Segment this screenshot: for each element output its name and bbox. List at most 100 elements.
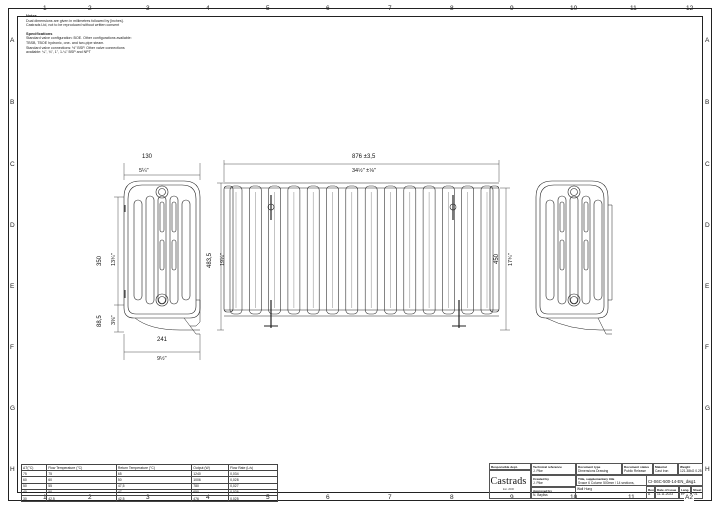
title-value: Svace 6 Column 500mm / 14 sections, bbox=[578, 480, 635, 485]
zone-row-right: E bbox=[705, 283, 710, 290]
radiator-section bbox=[345, 185, 359, 315]
responsible-dept-cell: Responsible dept. bbox=[489, 463, 531, 470]
zone-row-right: C bbox=[705, 161, 710, 168]
document-status-value: Public Release bbox=[624, 468, 646, 473]
technical-ref-value: J. Pike bbox=[533, 468, 543, 473]
doc-number-cell: CI-S6C-500-14-EN_dwg1 bbox=[646, 475, 703, 486]
radiator-section bbox=[461, 185, 474, 315]
front-dimension-lines bbox=[217, 160, 510, 331]
zone-row-left: B bbox=[10, 99, 15, 106]
zone-row-right: D bbox=[705, 222, 710, 229]
weight-cell: Weight 121.38kG 0.25 bbox=[678, 463, 703, 475]
lang-label: Lang. bbox=[681, 487, 690, 492]
document-type-cell: Document type Dimensions Drawing bbox=[576, 463, 622, 475]
zone-col-top: 2 bbox=[88, 5, 92, 12]
table-cell: 30 bbox=[20, 494, 48, 503]
radiator-section bbox=[249, 185, 262, 315]
zone-col-top: 3 bbox=[146, 5, 150, 12]
spec-line: Standard valve configuration: BOE. Other… bbox=[26, 36, 132, 41]
scale-value: 0.25 bbox=[695, 468, 702, 473]
dim-bottom-height-in: 3⅜" bbox=[111, 315, 117, 325]
approved-by-cell: Approved by N. Bayliss bbox=[531, 487, 576, 499]
spec-line: TBSB, TBOE hydronic, one- and two-pipe s… bbox=[26, 40, 105, 45]
material-value: Cast Iron bbox=[655, 468, 669, 473]
dim-side-height: 350 bbox=[97, 255, 103, 266]
responsible-dept-label: Responsible dept. bbox=[491, 464, 518, 469]
right-side-view bbox=[535, 180, 613, 335]
table-row: 30 42,5 42,5 476 0,025 bbox=[20, 494, 278, 503]
dim-depth: 241 bbox=[157, 337, 168, 343]
table-cell: 0,025 bbox=[228, 494, 278, 503]
radiator-section bbox=[422, 185, 436, 315]
table-cell: 42,5 bbox=[46, 494, 117, 503]
zone-col-bottom: 9 bbox=[510, 494, 514, 501]
zone-row-right: A bbox=[705, 37, 710, 44]
zone-row-right: F bbox=[705, 344, 709, 351]
title-label: Title, supplementary title bbox=[578, 476, 615, 481]
spec-line: available: ¼", ¾", 1", 1-¼" BSP and NPT bbox=[26, 50, 91, 55]
front-view-sections bbox=[229, 185, 494, 315]
zone-col-top: 12 bbox=[686, 5, 694, 12]
document-status-cell: Document status Public Release bbox=[622, 463, 653, 475]
front-view bbox=[224, 182, 499, 317]
approved-by-label: Approved by bbox=[533, 488, 552, 493]
performance-table: ΔT(°C) Flow Temperature (°C) Return Temp… bbox=[20, 463, 278, 503]
dim-side-width: 130 bbox=[142, 154, 153, 160]
zone-col-top: 11 bbox=[630, 5, 637, 12]
zone-row-left: C bbox=[10, 161, 15, 168]
notes-block: Notes Dual dimensions are given in milli… bbox=[26, 13, 176, 55]
zone-row-right: B bbox=[705, 99, 710, 106]
radiator-section bbox=[442, 185, 455, 315]
table-cell: 476 bbox=[191, 494, 230, 503]
document-type-value: Dimensions Drawing bbox=[578, 468, 609, 473]
zone-col-top: 6 bbox=[326, 5, 330, 12]
zone-row-left: A bbox=[10, 37, 15, 44]
radiator-section bbox=[268, 185, 281, 315]
title-line2-cell: Wall Hung bbox=[576, 486, 646, 491]
dim-side-width-in: 5¼" bbox=[139, 168, 149, 174]
notes-line: Castrads Ltd, not to be reproduced witho… bbox=[26, 23, 120, 28]
rev-cell: Rev. A bbox=[646, 486, 655, 499]
sheet-value: 1/1 bbox=[693, 491, 698, 496]
rev-value: A bbox=[648, 491, 651, 496]
lang-value: en bbox=[681, 491, 685, 496]
zone-col-top: 8 bbox=[450, 5, 454, 12]
dim-right-height-in: 17¾" bbox=[508, 253, 514, 266]
left-side-view bbox=[123, 180, 201, 335]
zone-col-bottom: 10 bbox=[570, 494, 578, 501]
zone-col-top: 10 bbox=[570, 5, 578, 12]
radiator-section bbox=[364, 185, 378, 315]
zone-col-top: 4 bbox=[206, 5, 210, 12]
zone-col-top: 9 bbox=[510, 5, 514, 12]
front-view-details bbox=[223, 185, 500, 328]
date-cell: Date of issue 11.11.2023 bbox=[655, 486, 679, 499]
dim-right-height: 450 bbox=[494, 253, 500, 264]
left-dimension-lines bbox=[114, 163, 201, 360]
dim-front-length-in: 34½" ±⅛" bbox=[352, 167, 376, 174]
title-value-2: Wall Hung bbox=[577, 486, 593, 491]
radiator-section bbox=[306, 185, 320, 315]
dim-overall-height: 483,5 bbox=[207, 252, 213, 268]
weight-value: 121.38kG 0.25 bbox=[680, 468, 702, 473]
doc-number-value: CI-S6C-500-14-EN_dwg1 bbox=[648, 478, 696, 484]
rev-label: Rev. bbox=[648, 487, 655, 492]
document-status-label: Document status bbox=[624, 464, 650, 469]
radiator-section bbox=[403, 185, 417, 315]
dim-bottom-height: 88,5 bbox=[97, 315, 103, 327]
radiator-section bbox=[480, 185, 494, 315]
notes-title: Notes bbox=[26, 13, 37, 18]
approved-by-value: N. Bayliss bbox=[533, 492, 548, 497]
technical-ref-cell: Technical reference J. Pike bbox=[531, 463, 576, 475]
radiator-section bbox=[384, 185, 397, 315]
radiator-section bbox=[229, 185, 243, 315]
zone-row-right: H bbox=[705, 466, 710, 473]
created-by-cell: Created by J. Pike bbox=[531, 475, 576, 487]
zone-col-bottom: 6 bbox=[326, 494, 330, 501]
dim-side-height-in: 13¾" bbox=[111, 253, 117, 266]
zone-col-bottom: 11 bbox=[628, 494, 635, 501]
zone-row-left: F bbox=[10, 344, 14, 351]
logo-subtext: Est. 2006 bbox=[503, 488, 514, 491]
weight-label: Weight bbox=[680, 464, 691, 469]
notes-line: Dual dimensions are given in millimetres… bbox=[26, 18, 124, 23]
